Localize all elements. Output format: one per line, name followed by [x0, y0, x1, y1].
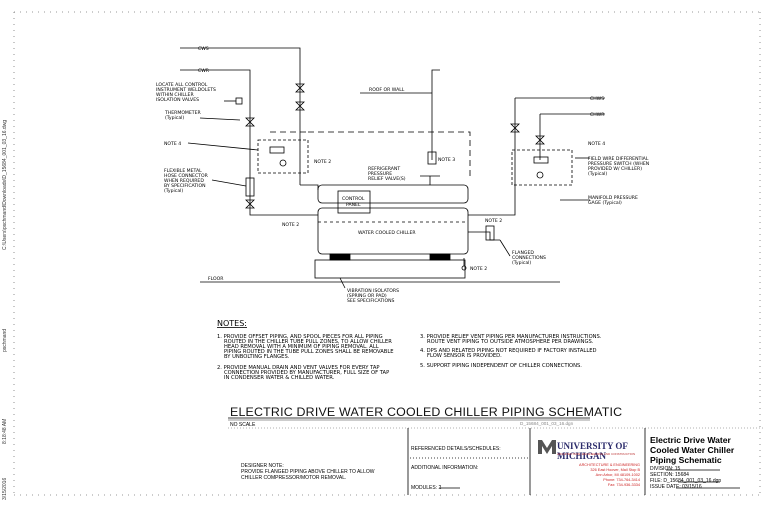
- address-line-5: Fax: 734-936-3334: [607, 483, 640, 487]
- note4-right-label: NOTE 4: [588, 141, 605, 147]
- additional-info-label: ADDITIONAL INFORMATION:: [411, 465, 479, 471]
- drawing-title: ELECTRIC DRIVE WATER COOLED CHILLER PIPI…: [230, 405, 623, 419]
- note2-label-a: NOTE 2: [314, 159, 331, 165]
- section-field: SECTION: 15684: [650, 472, 689, 478]
- note4-left-label: NOTE 4: [164, 141, 181, 147]
- sheet-title-line-2: Cooled Water Chiller: [650, 445, 735, 455]
- address-line-4: Phone: 734-764-3414: [603, 478, 640, 482]
- locate-note-4: ISOLATION VALVES: [156, 97, 199, 103]
- sheet-title-line-3: Piping Schematic: [650, 455, 722, 465]
- field-wire-label-1: FIELD WIRE DIFFERENTIAL: [588, 156, 649, 162]
- cws-label: CWS: [198, 46, 209, 52]
- refrigerant-label-1: REFRIGERANT: [368, 166, 400, 172]
- file-field: FILE: D_15684_001_03_16.dgn: [650, 478, 722, 484]
- address-line-2: 326 East Hoover, Mail Stop B: [590, 468, 640, 472]
- roof-label: ROOF OR WALL: [369, 87, 405, 93]
- office-address: ARCHITECTURE & ENGINEERING 326 East Hoov…: [570, 463, 640, 488]
- note-1-line-2: ROUTED IN THE CHILLER TUBE PULL ZONES, T…: [224, 339, 392, 345]
- note-2-line-1: 2. PROVIDE MANUAL DRAIN AND VENT VALVES …: [217, 365, 380, 371]
- no-scale-label: NO SCALE: [230, 422, 256, 428]
- drawing-file-ref: D_15684_001_03_16.dgn: [520, 421, 574, 426]
- thermometer-typical: (Typical): [165, 115, 184, 121]
- division-field: DIVISION: 15: [650, 466, 681, 472]
- flex-hose-label-1: FLEXIBLE METAL: [164, 168, 202, 174]
- note-5-line-1: 5. SUPPORT PIPING INDEPENDENT OF CHILLER…: [420, 363, 582, 369]
- sheet-title-line-1: Electric Drive Water: [650, 435, 731, 445]
- note-3-line-2: ROUTE VENT PIPING TO OUTSIDE ATMOSPHERE …: [427, 339, 594, 345]
- note-4-line-1: 4. DPS AND RELATED PIPING NOT REQUIRED I…: [420, 348, 597, 354]
- note-2-line-3: IN CONDENSER WATER & CHILLED WATER.: [224, 375, 335, 381]
- chws-label: CHWS: [590, 96, 604, 102]
- field-wire-label-4: (Typical): [588, 171, 607, 177]
- university-logo-text: UNIVERSITY OF MICHIGAN: [557, 441, 628, 461]
- note-3-line-1: 3. PROVIDE RELIEF VENT PIPING PER MANUFA…: [420, 334, 602, 340]
- locate-note-1: LOCATE ALL CONTROL: [156, 82, 208, 88]
- manifold-label-1: MANIFOLD PRESSURE: [588, 195, 638, 201]
- flex-hose-label-3: WHEN REQUIRED: [164, 178, 204, 184]
- um-block-m-logo: [538, 440, 556, 454]
- referenced-details-label: REFERENCED DETAILS/SCHEDULES:: [411, 446, 501, 452]
- refrigerant-label-2: PRESSURE: [368, 171, 392, 177]
- designer-note-line-2: CHILLER COMPRESSOR/MOTOR REMOVAL.: [241, 475, 347, 481]
- note3-label: NOTE 3: [438, 157, 455, 163]
- sheet-title: Electric Drive Water Cooled Water Chille…: [650, 435, 765, 465]
- university-logo-subtitle: ARCHITECTURE, ENGINEERING AND CONSTRUCTI…: [557, 452, 636, 456]
- flex-hose-label-5: (Typical): [164, 188, 183, 194]
- vibration-label-2: (SPRING OR PAD): [347, 293, 387, 299]
- note2-label-d: NOTE 2: [470, 266, 487, 272]
- control-panel-label-2: PANEL: [346, 202, 361, 208]
- control-panel-label-1: CONTROL: [342, 196, 365, 202]
- designer-note: DESIGNER NOTE: PROVIDE FLANGED PIPING AB…: [241, 463, 374, 481]
- flex-hose-label-2: HOSE CONNECTOR: [164, 173, 209, 179]
- cwr-label: CWR: [198, 68, 210, 74]
- note-1-line-3: HEAD REMOVAL WITH A MINIMUM OF PIPING RE…: [224, 344, 379, 350]
- flanged-label-2: CONNECTIONS: [512, 255, 546, 261]
- floor-label: FLOOR: [208, 276, 224, 282]
- address-line-1: ARCHITECTURE & ENGINEERING: [579, 463, 640, 467]
- note-2-line-2: CONNECTION PROVIDED BY MANUFACTURER, FUL…: [224, 370, 389, 376]
- flex-hose-label-4: BY SPECIFICATION: [164, 183, 206, 189]
- address-line-3: Ann Arbor, MI 48109-1002: [595, 473, 640, 477]
- designer-note-line-1: PROVIDE FLANGED PIPING ABOVE CHILLER TO …: [241, 469, 375, 475]
- refrigerant-label-3: RELIEF VALVE(S): [368, 176, 406, 182]
- field-wire-label-2: PRESSURE SWITCH (WHEN: [588, 161, 649, 167]
- note2-label-c: NOTE 2: [485, 218, 502, 224]
- field-wire-label-3: PROVIDED W/ CHILLER): [588, 166, 642, 172]
- note-1-line-5: BY UNBOLTING FLANGES.: [224, 354, 290, 360]
- flanged-label-1: FLANGED: [512, 250, 534, 256]
- note-1-line-4: PIPING ROUTED IN THE TUBE PULL ZONES SHA…: [224, 349, 394, 355]
- note2-label-b: NOTE 2: [282, 222, 299, 228]
- locate-note-3: WITHIN CHILLER: [156, 92, 194, 98]
- manifold-label-2: GAGE (Typical): [588, 200, 622, 206]
- thermometer-label: THERMOMETER: [164, 110, 202, 116]
- designer-note-heading: DESIGNER NOTE:: [241, 463, 284, 469]
- note-4-line-2: FLOW SENSOR IS PROVIDED.: [427, 353, 502, 359]
- flanged-label-3: (Typical): [512, 260, 531, 266]
- vibration-label-1: VIBRATION ISOLATORS: [347, 288, 399, 294]
- modules-label: MODULES: 2: [411, 485, 442, 491]
- locate-note-2: INSTRUMENT WELDOLETS: [156, 87, 216, 93]
- issue-date-field: ISSUE DATE: 03/15/16: [650, 484, 702, 490]
- chwr-label: CHWR: [590, 112, 605, 118]
- chiller-label: WATER COOLED CHILLER: [358, 230, 416, 236]
- note-1-line-1: 1. PROVIDE OFFSET PIPING, AND SPOOL PIEC…: [217, 334, 383, 340]
- vibration-label-3: SEE SPECIFICATIONS: [347, 298, 395, 304]
- notes-heading: NOTES:: [217, 319, 247, 328]
